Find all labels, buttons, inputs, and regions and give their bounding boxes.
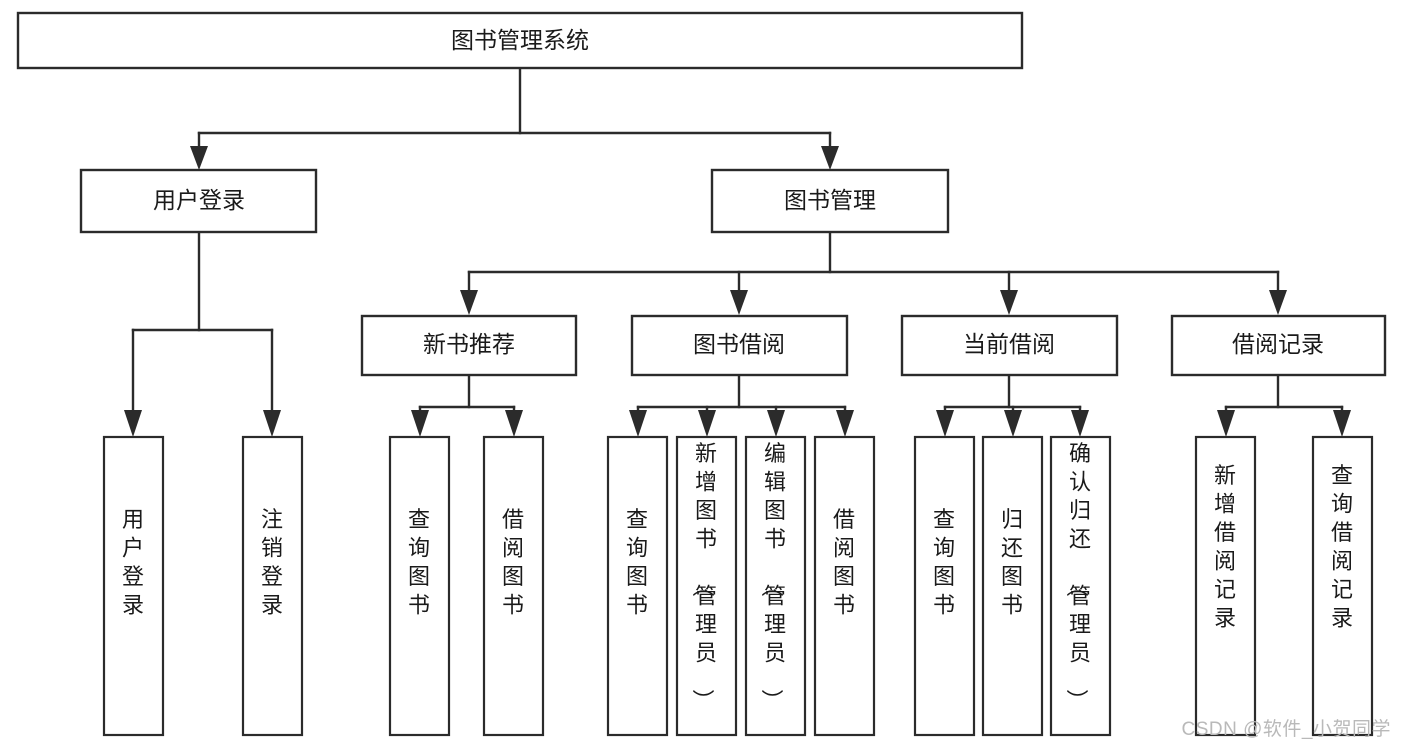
node-leaf-query-book-2-box[interactable] bbox=[606, 435, 669, 737]
node-book-manage[interactable]: 图书管理 bbox=[710, 168, 950, 234]
node-leaf-confirm-return-box[interactable] bbox=[1049, 435, 1112, 737]
node-leaf-query-record-box[interactable] bbox=[1311, 435, 1374, 737]
node-borrow-record-box[interactable] bbox=[1170, 314, 1387, 377]
arrow-head-leaf-borrow-book-1 bbox=[505, 410, 523, 437]
node-leaf-borrow-book-1-box[interactable] bbox=[482, 435, 545, 737]
arrow-head-new-book-recommend bbox=[460, 290, 478, 315]
connector-group-book-borrow bbox=[629, 373, 854, 437]
arrow-head-leaf-edit-book bbox=[767, 410, 785, 437]
node-borrow-record-label: 借阅记录 bbox=[1232, 331, 1324, 357]
node-leaf-query-record-label: 查询借阅记录 bbox=[1331, 463, 1353, 631]
node-leaf-borrow-book-2[interactable]: 借阅图书 bbox=[813, 435, 876, 737]
node-leaf-borrow-book-1[interactable]: 借阅图书 bbox=[482, 435, 545, 737]
node-leaf-user-login-box[interactable] bbox=[102, 435, 165, 737]
node-leaf-edit-book-box[interactable] bbox=[744, 435, 807, 737]
arrow-head-borrow-record bbox=[1269, 290, 1287, 315]
node-leaf-user-login[interactable]: 用户登录 bbox=[102, 435, 165, 737]
arrow-head-leaf-add-record bbox=[1217, 410, 1235, 437]
arrow-head-leaf-query-book-3 bbox=[936, 410, 954, 437]
connector-group-root bbox=[190, 66, 839, 170]
node-new-book-recommend[interactable]: 新书推荐 bbox=[360, 314, 578, 377]
node-leaf-confirm-return[interactable]: 确认归还（管理员） bbox=[1049, 435, 1112, 737]
node-leaf-return-book[interactable]: 归还图书 bbox=[981, 435, 1044, 737]
arrow-head-leaf-return-book bbox=[1004, 410, 1022, 437]
connector-group-current-borrow bbox=[936, 373, 1089, 437]
arrow-head-book-manage bbox=[821, 146, 839, 170]
node-leaf-return-book-box[interactable] bbox=[981, 435, 1044, 737]
node-borrow-record[interactable]: 借阅记录 bbox=[1170, 314, 1387, 377]
arrow-head-leaf-borrow-book-2 bbox=[836, 410, 854, 437]
node-book-manage-label: 图书管理 bbox=[784, 187, 876, 213]
arrow-head-leaf-query-book-1 bbox=[411, 410, 429, 437]
connector-group-borrow-record bbox=[1217, 373, 1351, 437]
node-leaf-edit-book[interactable]: 编辑图书（管理员） bbox=[744, 435, 807, 737]
arrow-head-current-borrow bbox=[1000, 290, 1018, 315]
arrow-head-leaf-add-book bbox=[698, 410, 716, 437]
node-user-login-box[interactable] bbox=[79, 168, 318, 234]
node-book-borrow-box[interactable] bbox=[630, 314, 849, 377]
node-leaf-user-logout[interactable]: 注销登录 bbox=[241, 435, 304, 737]
arrow-head-leaf-query-record bbox=[1333, 410, 1351, 437]
arrow-head-leaf-confirm-return bbox=[1071, 410, 1089, 437]
node-leaf-query-book-1[interactable]: 查询图书 bbox=[388, 435, 451, 737]
csdn-watermark: CSDN @软件_小贺同学 bbox=[1181, 719, 1391, 740]
arrow-head-leaf-user-login bbox=[124, 410, 142, 437]
node-leaf-add-record-box[interactable] bbox=[1194, 435, 1257, 737]
node-new-book-recommend-box[interactable] bbox=[360, 314, 578, 377]
node-book-borrow-label: 图书借阅 bbox=[693, 331, 785, 357]
arrow-head-leaf-query-book-2 bbox=[629, 410, 647, 437]
node-leaf-user-login-label: 用户登录 bbox=[122, 507, 144, 618]
arrow-head-leaf-user-logout bbox=[263, 410, 281, 437]
node-current-borrow[interactable]: 当前借阅 bbox=[900, 314, 1119, 377]
node-leaf-query-record[interactable]: 查询借阅记录 bbox=[1311, 435, 1374, 737]
node-leaf-add-book-box[interactable] bbox=[675, 435, 738, 737]
node-leaf-add-book[interactable]: 新增图书（管理员） bbox=[675, 435, 738, 737]
connector-group-user-login bbox=[124, 230, 281, 437]
node-leaf-query-book-2-label: 查询图书 bbox=[626, 507, 648, 618]
node-leaf-borrow-book-2-label: 借阅图书 bbox=[833, 507, 855, 618]
node-leaf-query-book-2[interactable]: 查询图书 bbox=[606, 435, 669, 737]
connector-group-new-book-recommend bbox=[411, 373, 523, 437]
node-leaf-borrow-book-1-label: 借阅图书 bbox=[502, 507, 524, 618]
node-current-borrow-box[interactable] bbox=[900, 314, 1119, 377]
node-leaf-query-book-1-box[interactable] bbox=[388, 435, 451, 737]
node-root-box[interactable] bbox=[16, 11, 1024, 70]
arrow-head-user-login bbox=[190, 146, 208, 170]
node-root[interactable]: 图书管理系统 bbox=[16, 11, 1024, 70]
node-user-login[interactable]: 用户登录 bbox=[79, 168, 318, 234]
node-leaf-add-record-label: 新增借阅记录 bbox=[1214, 463, 1236, 631]
node-root-label: 图书管理系统 bbox=[451, 27, 589, 53]
node-leaf-add-book-label: 新增图书（管理员） bbox=[690, 441, 717, 711]
node-leaf-edit-book-label: 编辑图书（管理员） bbox=[759, 441, 786, 711]
node-leaf-borrow-book-2-box[interactable] bbox=[813, 435, 876, 737]
node-current-borrow-label: 当前借阅 bbox=[963, 331, 1055, 357]
node-leaf-confirm-return-label: 确认归还（管理员） bbox=[1064, 441, 1091, 711]
node-leaf-user-logout-label: 注销登录 bbox=[261, 507, 283, 618]
node-leaf-user-logout-box[interactable] bbox=[241, 435, 304, 737]
node-book-borrow[interactable]: 图书借阅 bbox=[630, 314, 849, 377]
node-leaf-return-book-label: 归还图书 bbox=[1001, 507, 1023, 618]
node-leaf-query-book-3[interactable]: 查询图书 bbox=[913, 435, 976, 737]
node-leaf-add-record[interactable]: 新增借阅记录 bbox=[1194, 435, 1257, 737]
node-leaf-query-book-3-box[interactable] bbox=[913, 435, 976, 737]
node-book-manage-box[interactable] bbox=[710, 168, 950, 234]
node-leaf-query-book-3-label: 查询图书 bbox=[933, 507, 955, 618]
node-user-login-label: 用户登录 bbox=[153, 187, 245, 213]
node-leaf-query-book-1-label: 查询图书 bbox=[408, 507, 430, 618]
connector-group-book-manage bbox=[460, 230, 1287, 315]
node-new-book-recommend-label: 新书推荐 bbox=[423, 331, 515, 357]
arrow-head-book-borrow bbox=[730, 290, 748, 315]
